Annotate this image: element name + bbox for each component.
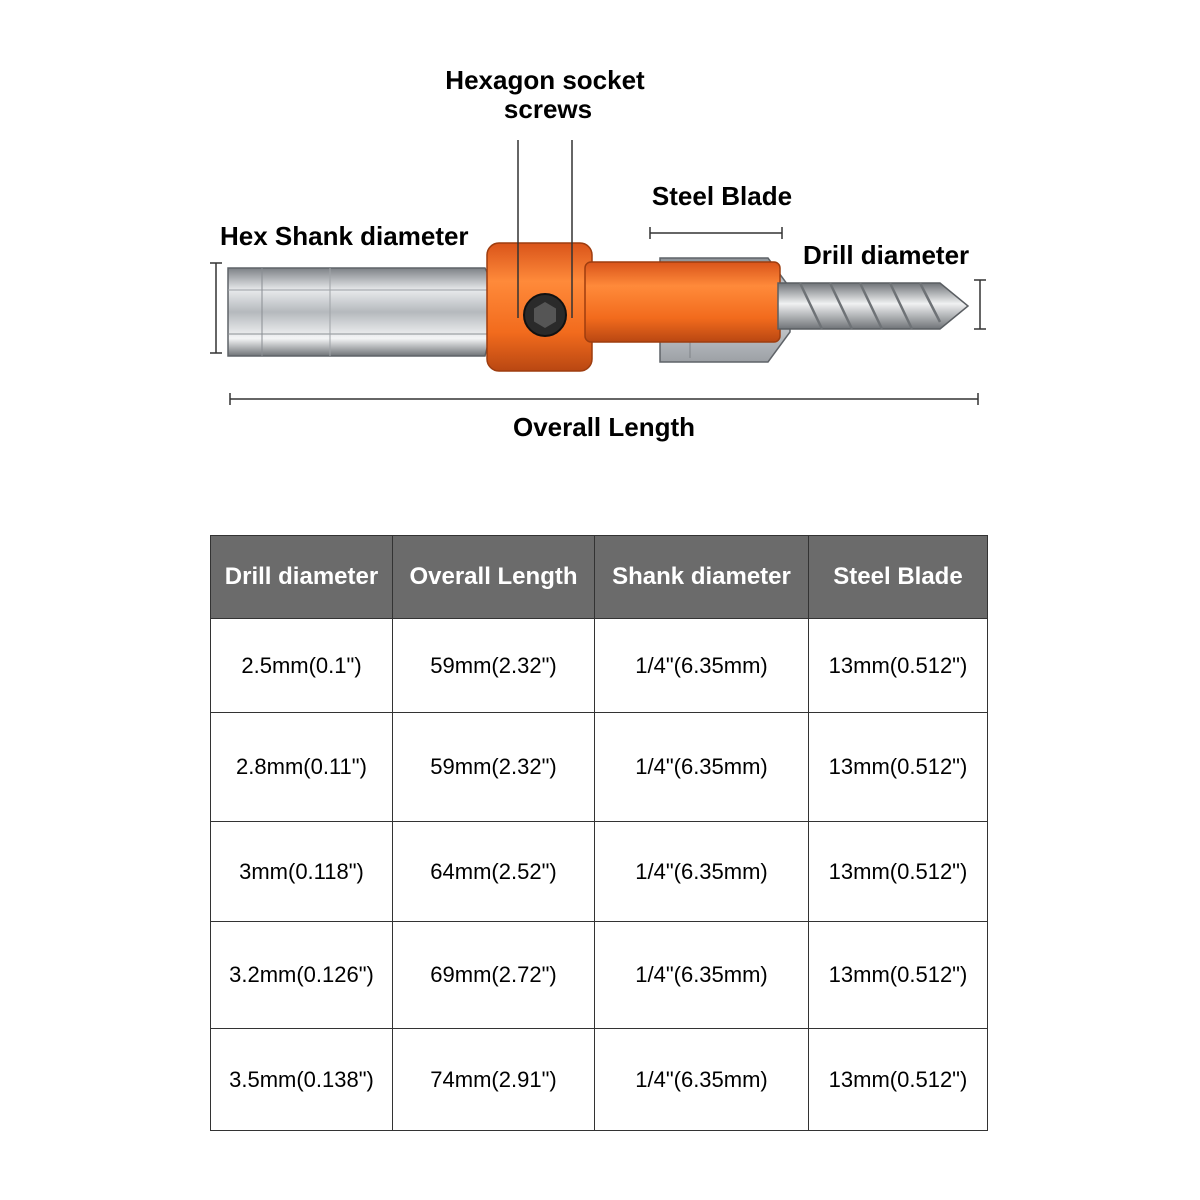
hex-socket-screw-icon bbox=[523, 293, 567, 337]
header-overall-length: Overall Length bbox=[392, 535, 595, 619]
table-row: 3.2mm(0.126") 69mm(2.72") 1/4"(6.35mm) 1… bbox=[210, 921, 988, 1029]
cell-drill-diameter: 3.2mm(0.126") bbox=[210, 921, 393, 1029]
hex-shank bbox=[227, 267, 501, 357]
cell-overall-length: 69mm(2.72") bbox=[392, 921, 595, 1029]
drill-bit-illustration bbox=[210, 140, 986, 405]
twist-drill bbox=[777, 282, 970, 330]
cell-overall-length: 74mm(2.91") bbox=[392, 1028, 595, 1131]
cell-shank-diameter: 1/4"(6.35mm) bbox=[594, 618, 809, 713]
header-drill-diameter: Drill diameter bbox=[210, 535, 393, 619]
specifications-table: Drill diameter Overall Length Shank diam… bbox=[210, 535, 988, 1131]
cell-drill-diameter: 2.8mm(0.11") bbox=[210, 712, 393, 822]
table-header-row: Drill diameter Overall Length Shank diam… bbox=[210, 535, 988, 619]
hex-socket-label-line1: Hexagon socket bbox=[445, 65, 645, 95]
cell-shank-diameter: 1/4"(6.35mm) bbox=[594, 1028, 809, 1131]
steel-blade-label: Steel Blade bbox=[651, 181, 793, 211]
header-shank-diameter: Shank diameter bbox=[594, 535, 809, 619]
orange-collar bbox=[486, 242, 781, 372]
cell-steel-blade: 13mm(0.512") bbox=[808, 821, 988, 922]
cell-steel-blade: 13mm(0.512") bbox=[808, 618, 988, 713]
cell-overall-length: 59mm(2.32") bbox=[392, 618, 595, 713]
dimension-lines bbox=[210, 140, 986, 405]
table-row: 2.5mm(0.1") 59mm(2.32") 1/4"(6.35mm) 13m… bbox=[210, 618, 988, 713]
table-row: 3.5mm(0.138") 74mm(2.91") 1/4"(6.35mm) 1… bbox=[210, 1028, 988, 1131]
table-row: 2.8mm(0.11") 59mm(2.32") 1/4"(6.35mm) 13… bbox=[210, 712, 988, 822]
cell-shank-diameter: 1/4"(6.35mm) bbox=[594, 921, 809, 1029]
cell-overall-length: 59mm(2.32") bbox=[392, 712, 595, 822]
table-row: 3mm(0.118") 64mm(2.52") 1/4"(6.35mm) 13m… bbox=[210, 821, 988, 922]
cell-drill-diameter: 3.5mm(0.138") bbox=[210, 1028, 393, 1131]
cell-overall-length: 64mm(2.52") bbox=[392, 821, 595, 922]
cell-shank-diameter: 1/4"(6.35mm) bbox=[594, 821, 809, 922]
header-steel-blade: Steel Blade bbox=[808, 535, 988, 619]
cell-steel-blade: 13mm(0.512") bbox=[808, 921, 988, 1029]
overall-length-label: Overall Length bbox=[512, 412, 696, 442]
hex-shank-label: Hex Shank diameter bbox=[220, 221, 469, 251]
cell-drill-diameter: 2.5mm(0.1") bbox=[210, 618, 393, 713]
hex-socket-label-line2: screws bbox=[503, 94, 593, 124]
cell-steel-blade: 13mm(0.512") bbox=[808, 1028, 988, 1131]
drill-bit-diagram: Hexagon socket screws Steel Blade Hex Sh… bbox=[0, 0, 1200, 470]
drill-diameter-label: Drill diameter bbox=[803, 240, 970, 270]
cell-drill-diameter: 3mm(0.118") bbox=[210, 821, 393, 922]
cell-shank-diameter: 1/4"(6.35mm) bbox=[594, 712, 809, 822]
cell-steel-blade: 13mm(0.512") bbox=[808, 712, 988, 822]
